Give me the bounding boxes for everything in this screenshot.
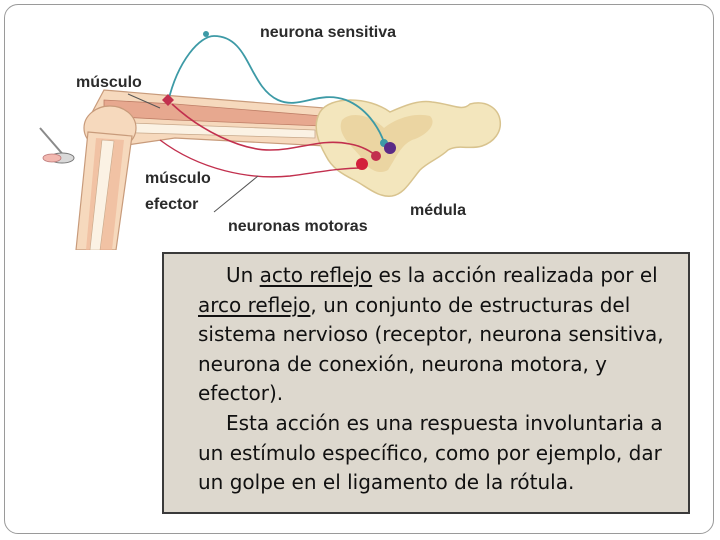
sensory-nerve <box>167 35 385 143</box>
interneuron-body <box>384 142 396 154</box>
definition-textbox: Un acto reflejo es la acción realizada p… <box>162 252 690 514</box>
label-neuronas-motoras: neuronas motoras <box>228 218 368 235</box>
label-musculo: músculo <box>76 74 142 91</box>
label-musculo-efector-1: músculo <box>145 170 211 187</box>
reflex-hammer-icon <box>39 127 75 164</box>
spinal-cord <box>315 99 502 197</box>
label-neurona-sensitiva: neurona sensitiva <box>260 24 397 41</box>
label-musculo-efector-2: efector <box>145 196 199 213</box>
paragraph-2: Esta acción es una respuesta involuntari… <box>198 410 663 495</box>
motor-neuron-body-2 <box>371 151 381 161</box>
tibia <box>89 139 115 250</box>
term-acto-reflejo: acto reflejo <box>259 263 373 287</box>
slide-frame <box>4 4 714 534</box>
sensory-ganglion <box>203 31 209 37</box>
motor-neuron-body-1 <box>356 158 368 170</box>
motor-nerve-2 <box>159 139 363 178</box>
paragraph-1: Un acto reflejo es la acción realizada p… <box>198 263 664 406</box>
reflex-arc-illustration <box>39 31 502 250</box>
muscle-receptor <box>162 94 174 106</box>
term-arco-reflejo: arco reflejo <box>198 292 311 317</box>
label-medula: médula <box>410 202 467 219</box>
motor-nerve-1 <box>171 103 377 157</box>
